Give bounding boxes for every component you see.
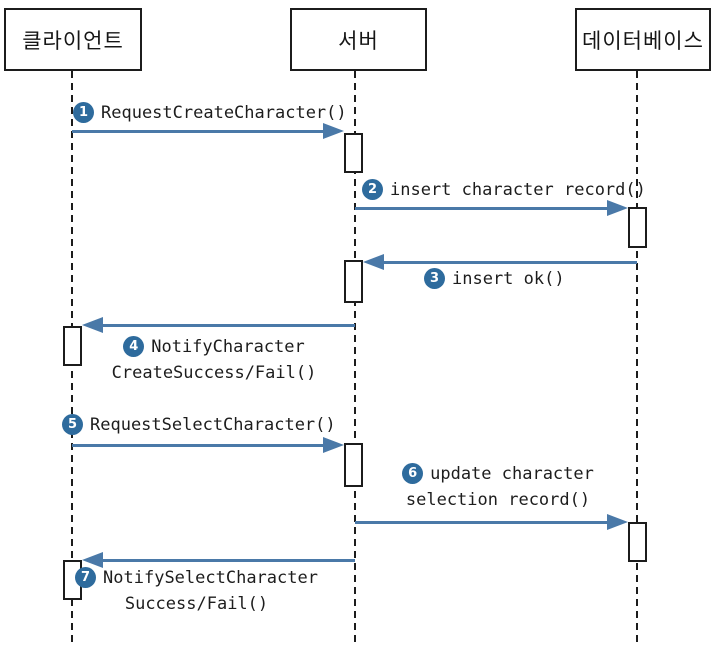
- actor-box-client: 클라이언트: [4, 8, 142, 71]
- activation-bar-server-1: [344, 133, 363, 173]
- message-label-7: 7 NotifySelectCharacter Success/Fail(): [58, 566, 335, 615]
- message-arrowhead-6: [607, 514, 628, 530]
- message-line-3: [384, 261, 637, 264]
- activation-bar-client-1: [63, 326, 82, 366]
- message-text-1: RequestCreateCharacter(): [101, 102, 347, 123]
- activation-bar-server-3: [344, 443, 363, 487]
- message-text-4a: NotifyCharacter: [151, 336, 305, 357]
- message-number-badge-4: 4: [123, 336, 145, 357]
- message-line-4: [103, 324, 355, 327]
- actor-label-server: 서버: [338, 29, 379, 53]
- message-text-7a: NotifySelectCharacter: [103, 567, 318, 588]
- lifeline-database: [636, 71, 638, 646]
- message-text-3: insert ok(): [452, 268, 565, 289]
- message-arrowhead-1: [323, 123, 344, 139]
- message-label-4: 4 NotifyCharacter CreateSuccess/Fail(): [88, 335, 340, 384]
- actor-label-database: 데이터베이스: [582, 29, 704, 53]
- message-arrowhead-3: [363, 254, 384, 270]
- message-label-2: 2 insert character record(): [362, 178, 646, 201]
- actor-box-database: 데이터베이스: [575, 8, 711, 71]
- message-arrowhead-2: [607, 200, 628, 216]
- message-arrowhead-7: [82, 552, 103, 568]
- message-text-4b: CreateSuccess/Fail(): [111, 362, 317, 383]
- message-line-2: [355, 207, 608, 210]
- message-text-6b: selection record(): [405, 489, 591, 510]
- message-label-3: 3 insert ok(): [424, 267, 565, 290]
- message-label-5: 5 RequestSelectCharacter(): [62, 413, 336, 436]
- message-label-1: 1 RequestCreateCharacter(): [73, 101, 347, 124]
- activation-bar-database-2: [628, 522, 647, 562]
- message-line-1: [72, 130, 324, 133]
- message-number-badge-7: 7: [75, 567, 97, 588]
- lifeline-server: [354, 71, 356, 646]
- activation-bar-database-1: [628, 207, 647, 248]
- actor-label-client: 클라이언트: [22, 29, 124, 53]
- message-text-2: insert character record(): [390, 179, 646, 200]
- message-number-badge-3: 3: [424, 268, 445, 289]
- message-arrowhead-5: [323, 437, 344, 453]
- message-text-6a: update character: [430, 463, 594, 484]
- message-arrowhead-4: [82, 317, 103, 333]
- message-text-7b: Success/Fail(): [124, 593, 269, 614]
- message-number-badge-2: 2: [362, 179, 383, 200]
- message-number-badge-1: 1: [73, 102, 94, 123]
- message-label-6: 6 update character selection record(): [384, 462, 612, 511]
- actor-box-server: 서버: [290, 8, 427, 71]
- message-text-5: RequestSelectCharacter(): [90, 414, 336, 435]
- message-line-5: [72, 444, 323, 447]
- activation-bar-server-2: [344, 260, 363, 303]
- message-number-badge-5: 5: [62, 414, 83, 435]
- message-number-badge-6: 6: [402, 463, 424, 484]
- message-line-6: [355, 521, 607, 524]
- message-line-7: [103, 559, 355, 562]
